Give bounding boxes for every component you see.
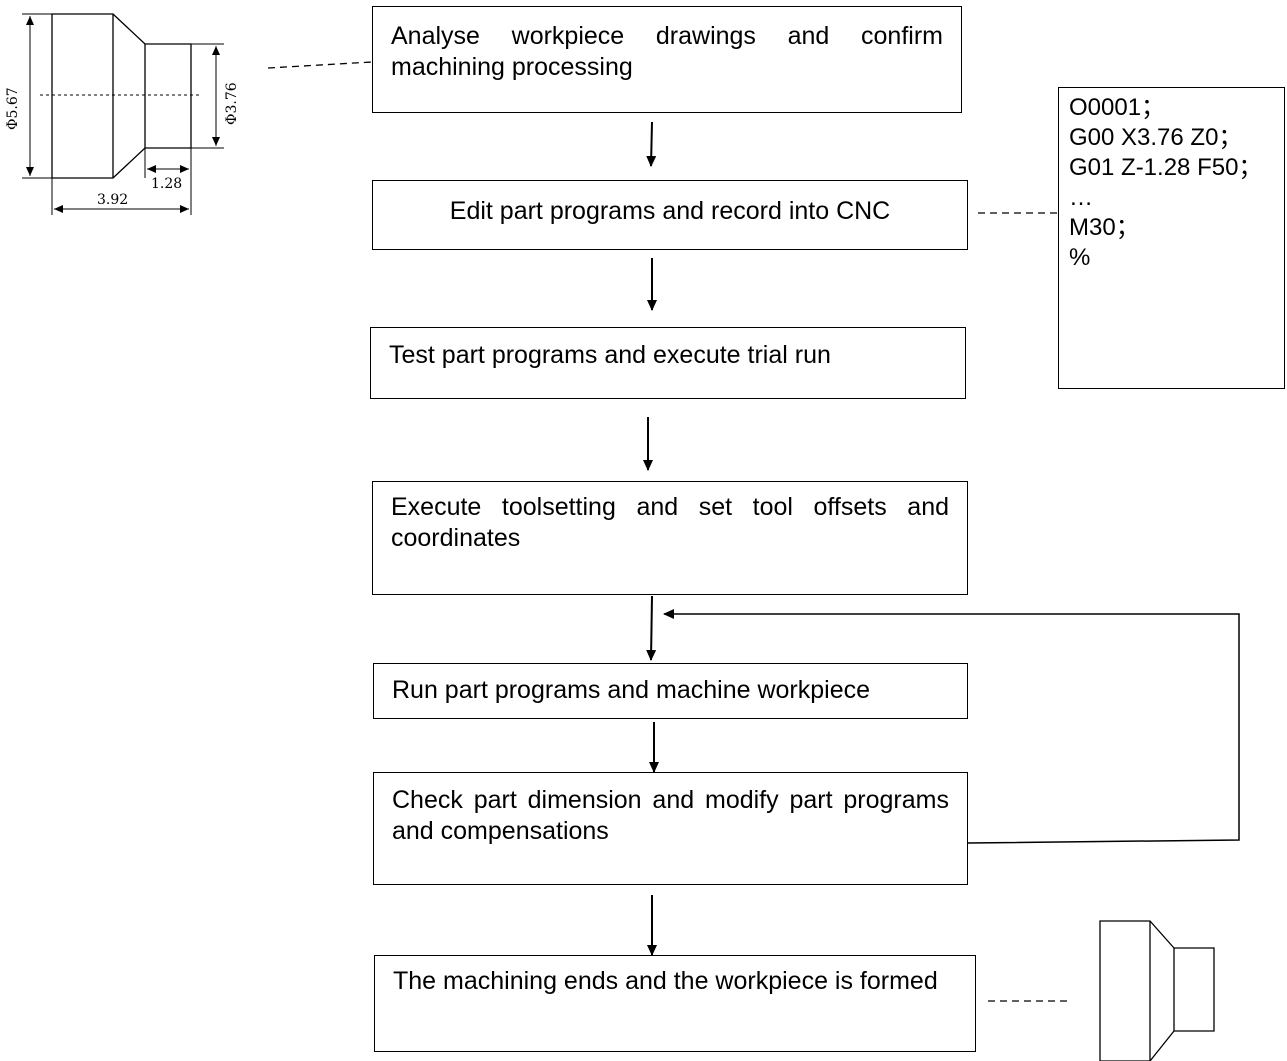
step-analyse-drawings: Analyse workpiece drawings and confirm m… [372, 6, 962, 113]
step-machining-ends: The machining ends and the workpiece is … [374, 955, 976, 1052]
small-diameter-label: Φ3.76 [224, 82, 240, 125]
program-line: G00 X3.76 Z0； [1069, 124, 1243, 151]
step-test-programs: Test part programs and execute trial run [370, 327, 966, 399]
step-edit-programs: Edit part programs and record into CNC [372, 180, 968, 250]
finished-workpiece-icon [1099, 920, 1215, 1061]
dashed-connector-drawing [267, 61, 373, 69]
flow-arrow-1 [646, 121, 657, 167]
total-length-label: 3.92 [97, 192, 128, 208]
program-line: G01 Z-1.28 F50； [1069, 154, 1263, 181]
program-line: M30； [1069, 214, 1140, 241]
step-run-programs: Run part programs and machine workpiece [373, 663, 968, 719]
flow-arrow-4 [646, 595, 657, 661]
workpiece-drawing [22, 13, 224, 215]
feedback-loop-arrow [663, 609, 1240, 844]
program-listing: O0001； G00 X3.76 Z0； G01 Z-1.28 F50； … M… [1058, 87, 1285, 389]
program-line: O0001； [1069, 94, 1166, 121]
step-length-label: 1.28 [151, 176, 182, 192]
program-line: … [1069, 184, 1093, 211]
program-line: % [1069, 244, 1091, 271]
step-toolsetting: Execute toolsetting and set tool offsets… [372, 481, 968, 595]
step-check-dimension: Check part dimension and modify part pro… [373, 772, 968, 885]
large-diameter-label: Φ5.67 [5, 87, 21, 130]
